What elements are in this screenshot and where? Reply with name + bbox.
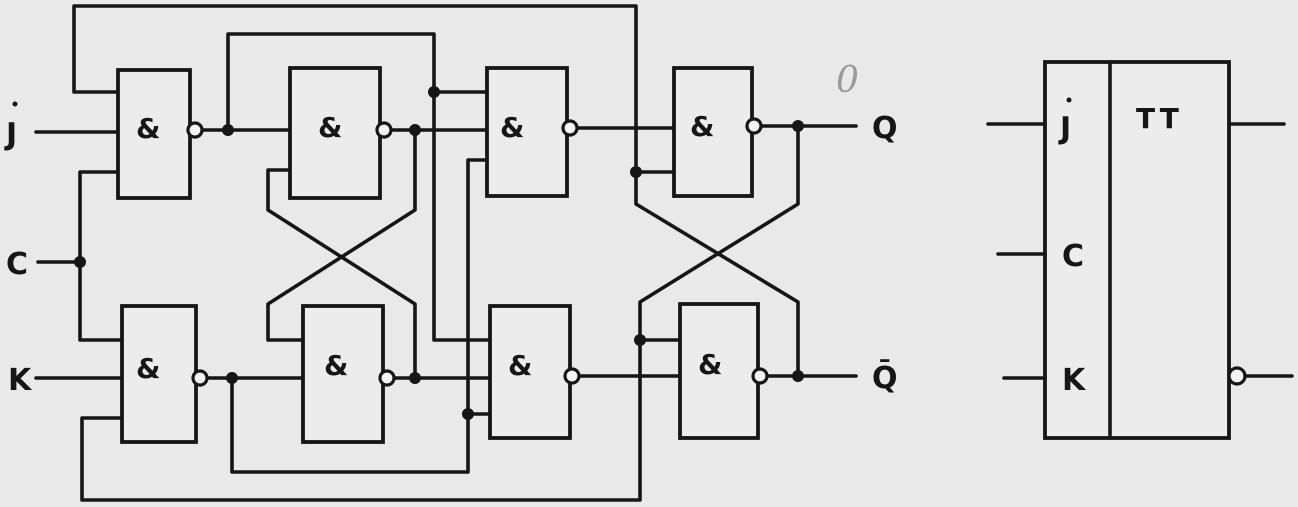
gate-label: & xyxy=(508,349,532,382)
gate-label: & xyxy=(324,349,348,382)
nand-gate-j-input: & xyxy=(116,68,204,200)
g5-to-g7-wire xyxy=(230,376,492,474)
wiring xyxy=(34,4,858,502)
q-output-label: Q xyxy=(872,111,898,146)
junction-dot xyxy=(409,372,421,384)
symbol-c-label: C xyxy=(1062,239,1084,274)
gate-label: & xyxy=(698,348,722,381)
nand-gates: & & & & & & & xyxy=(116,66,769,444)
symbol-k-label: K xyxy=(1062,363,1087,398)
symbol-qbar-bubble xyxy=(1227,366,1247,386)
gate-label: & xyxy=(690,110,714,143)
gate-label: & xyxy=(136,352,160,385)
handwritten-mark: 0 xyxy=(836,60,859,101)
junction-dot xyxy=(792,370,804,382)
master-q-to-g7-wire xyxy=(432,90,492,342)
feedback-wire-top xyxy=(72,4,676,174)
gate-label: & xyxy=(136,112,160,145)
junction-dots xyxy=(74,86,804,420)
junction-dot xyxy=(792,120,804,132)
nand-gate-slave-upper: & xyxy=(672,66,763,198)
nand-gate-master-upper: & xyxy=(288,66,393,200)
symbol-j-dot-mark xyxy=(1066,97,1072,103)
j-input-label: J xyxy=(4,117,17,152)
clock-bus xyxy=(78,170,124,342)
symbol-j-label: J xyxy=(1058,111,1071,146)
nand-gate-k-input: & xyxy=(120,304,209,444)
j-dot-mark xyxy=(12,101,18,107)
junction-dot xyxy=(409,124,421,136)
nand-gate-slave-input-lower: & xyxy=(488,304,581,440)
nand-gate-master-lower: & xyxy=(301,304,396,444)
junction-dot xyxy=(462,408,474,420)
gate-label: & xyxy=(500,111,524,144)
k-input-label: K xyxy=(8,363,33,398)
junction-dot xyxy=(428,86,440,98)
g1-to-g3-wire xyxy=(226,32,489,132)
nand-gate-slave-lower: & xyxy=(678,302,769,440)
symbol-body xyxy=(1043,60,1231,440)
symbol-function-label: TT xyxy=(1136,102,1183,135)
master-qbar-to-g3-wire xyxy=(466,158,489,416)
junction-dot xyxy=(634,334,646,346)
master-cross-wire-a xyxy=(266,168,417,380)
junction-dot xyxy=(74,256,86,268)
slave-cross-wire-b xyxy=(638,124,800,342)
junction-dot xyxy=(226,372,238,384)
junction-dot xyxy=(222,124,234,136)
gate-label: & xyxy=(318,111,342,144)
c-input-label: C xyxy=(6,247,28,282)
junction-dot xyxy=(630,166,642,178)
jk-flip-flop-symbol: J C K TT xyxy=(986,60,1294,440)
signal-labels: J C K Q Q̄ 0 xyxy=(4,60,898,398)
feedback-wire-bottom xyxy=(80,338,682,502)
nand-gate-slave-input-upper: & xyxy=(485,66,579,198)
master-cross-wire-b xyxy=(266,128,417,342)
qbar-output-label: Q̄ xyxy=(872,360,898,396)
